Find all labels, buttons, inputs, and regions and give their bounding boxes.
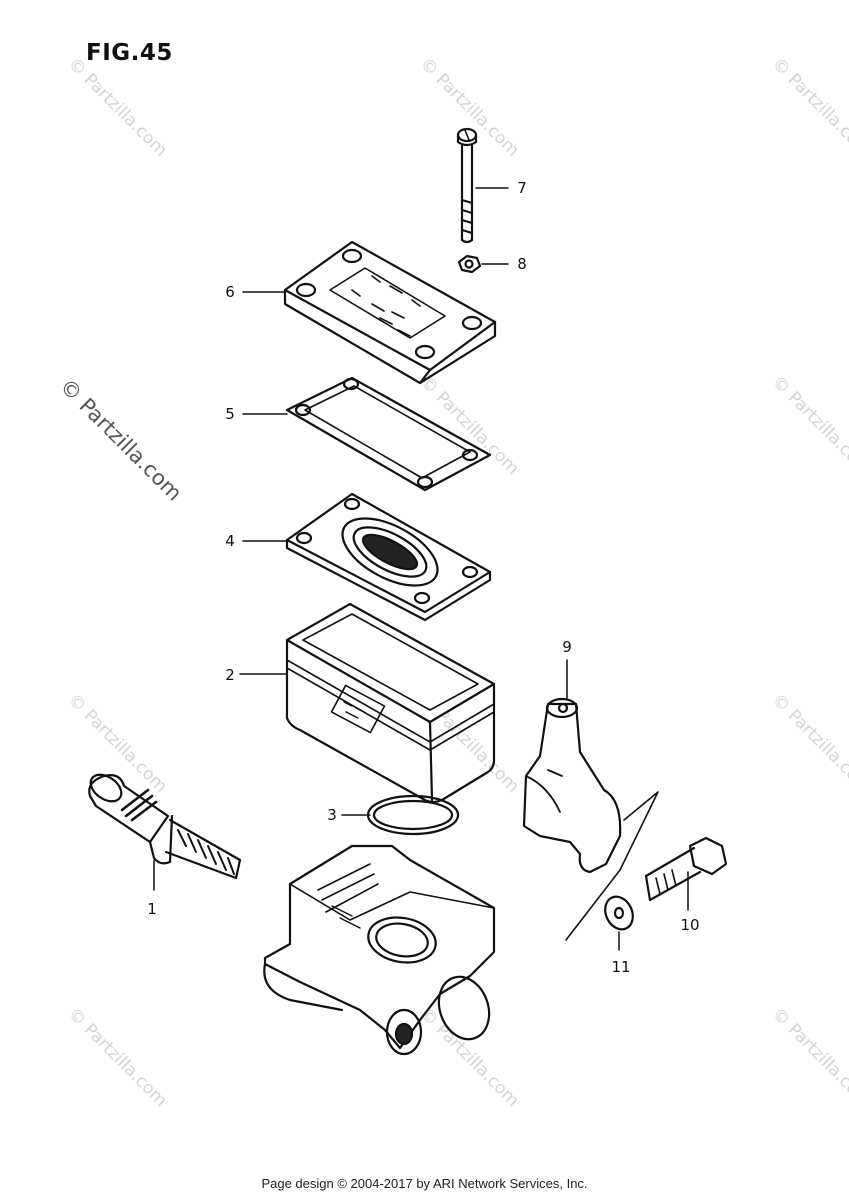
reservoir-cover-part-6[interactable] — [283, 240, 497, 385]
diaphragm-part-4[interactable] — [285, 492, 492, 622]
bolt-part-10[interactable] — [644, 836, 728, 902]
master-cylinder-body — [263, 844, 496, 1056]
callout-label-8: 8 — [517, 255, 527, 273]
callout-labels: 1 2 3 4 5 6 7 8 9 10 11 — [147, 179, 699, 976]
figure-title: FIG.45 — [86, 40, 173, 66]
callout-label-2: 2 — [225, 666, 235, 684]
callout-label-1: 1 — [147, 900, 157, 918]
callout-label-7: 7 — [517, 179, 527, 197]
reservoir-part-2[interactable] — [285, 602, 496, 804]
callout-label-4: 4 — [225, 532, 235, 550]
washer-part-11[interactable] — [600, 892, 638, 934]
leader-lines — [153, 187, 689, 951]
callout-label-9: 9 — [562, 638, 572, 656]
screw-part-7[interactable] — [456, 127, 478, 244]
footer-credit: Page design © 2004-2017 by ARI Network S… — [261, 1176, 588, 1191]
gasket-part-5[interactable] — [285, 376, 492, 492]
piston-part-1[interactable] — [86, 769, 242, 880]
callout-label-3: 3 — [327, 806, 337, 824]
callout-label-10: 10 — [680, 916, 699, 934]
callout-label-5: 5 — [225, 405, 235, 423]
callout-label-11: 11 — [611, 958, 630, 976]
callout-label-6: 6 — [225, 283, 235, 301]
clamp-part-9[interactable] — [522, 697, 659, 941]
washer-part-8[interactable] — [457, 254, 482, 274]
oring-part-3[interactable] — [366, 794, 460, 836]
